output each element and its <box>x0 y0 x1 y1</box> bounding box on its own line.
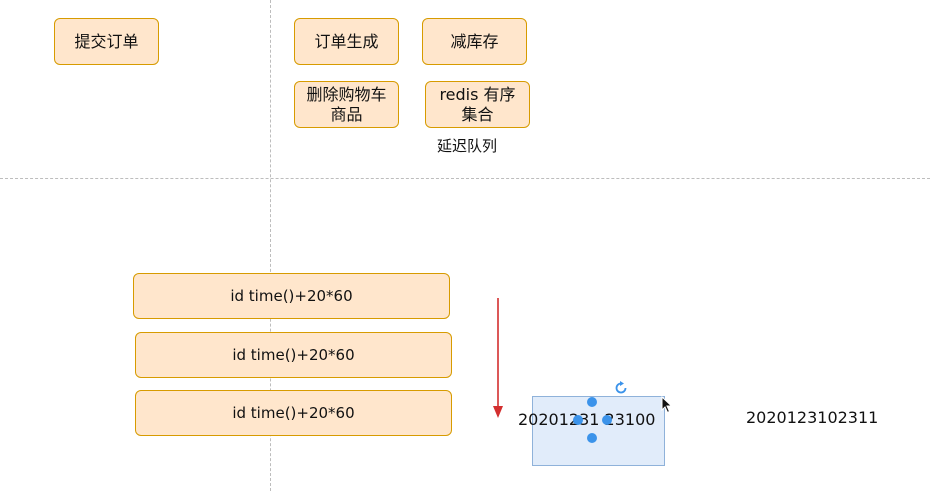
delete-cart-box[interactable]: 删除购物车 商品 <box>294 81 399 128</box>
selected-text-shape[interactable] <box>532 396 665 466</box>
resize-handle-left[interactable] <box>573 415 583 425</box>
rotate-icon[interactable] <box>613 380 629 396</box>
redis-label-line2: 集合 <box>461 104 494 124</box>
delete-cart-label-line2: 商品 <box>330 104 363 124</box>
queue-item-label: id time()+20*60 <box>232 404 355 422</box>
submit-order-box[interactable]: 提交订单 <box>54 18 159 65</box>
queue-item[interactable]: id time()+20*60 <box>135 332 452 378</box>
order-created-box[interactable]: 订单生成 <box>294 18 399 65</box>
down-arrow <box>493 298 503 418</box>
delay-queue-label: 延迟队列 <box>437 137 498 155</box>
editing-text-value[interactable]: 20201231 23100 <box>518 410 656 429</box>
reduce-stock-box[interactable]: 减库存 <box>422 18 527 65</box>
queue-item-label: id time()+20*60 <box>232 346 355 364</box>
reduce-stock-label: 减库存 <box>450 31 499 51</box>
cursor-icon <box>661 396 673 414</box>
resize-handle-top[interactable] <box>587 397 597 407</box>
redis-sorted-set-box[interactable]: redis 有序 集合 <box>425 81 530 128</box>
order-created-label: 订单生成 <box>314 31 379 51</box>
delete-cart-label-line1: 删除购物车 <box>306 85 387 105</box>
horizontal-divider <box>0 178 930 179</box>
queue-item-label: id time()+20*60 <box>230 287 353 305</box>
resize-handle-right[interactable] <box>602 415 612 425</box>
redis-label-line1: redis 有序 <box>439 85 516 105</box>
queue-item[interactable]: id time()+20*60 <box>133 273 450 319</box>
resize-handle-bottom[interactable] <box>587 433 597 443</box>
queue-item[interactable]: id time()+20*60 <box>135 390 452 436</box>
timestamp-value: 2020123102311 <box>746 408 879 427</box>
submit-order-label: 提交订单 <box>74 31 139 51</box>
vertical-divider <box>270 0 271 491</box>
